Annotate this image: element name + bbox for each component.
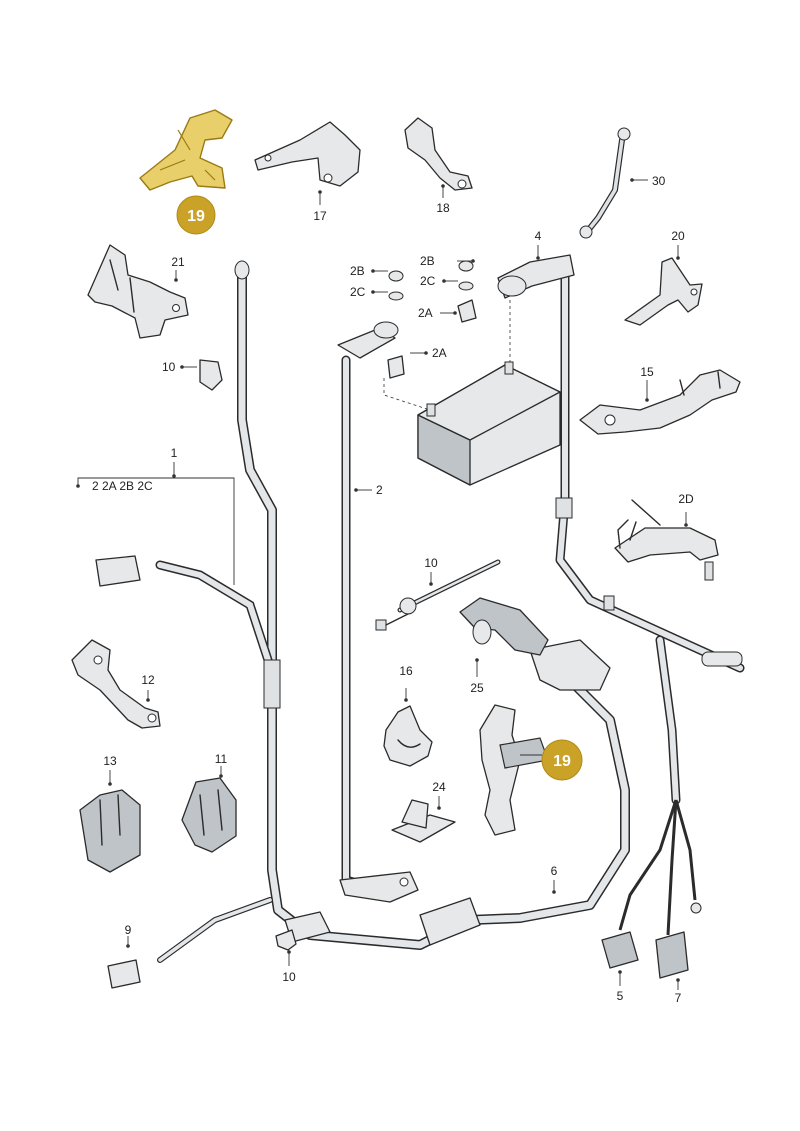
callout-2B-left: 2B (350, 264, 365, 278)
part-15-bracket[interactable] (579, 369, 741, 435)
harness-branch-5-7[interactable] (618, 635, 702, 936)
callout-16: 16 (399, 664, 413, 678)
bolt-2A-upper[interactable] (457, 299, 477, 323)
callout-20: 20 (671, 229, 685, 243)
part-21-bracket[interactable] (87, 244, 189, 339)
callout-13: 13 (103, 754, 117, 768)
callout-2: 2 (376, 483, 383, 497)
part-10-clip-bottom[interactable] (275, 929, 297, 951)
callout-7: 7 (675, 991, 682, 1005)
callout-2C-left: 2C (350, 285, 366, 299)
callout-15: 15 (640, 365, 654, 379)
part-16-clip[interactable] (383, 705, 433, 767)
callout-30: 30 (652, 174, 666, 188)
washer-2C-left[interactable] (388, 291, 404, 301)
callout-18: 18 (436, 201, 450, 215)
part-12-bracket[interactable] (71, 639, 161, 729)
callout-2A-upper: 2A (418, 306, 433, 320)
callout-1-subparts: 2 2A 2B 2C (92, 479, 153, 493)
part-7-connector[interactable] (655, 931, 689, 979)
part-2D-plate[interactable] (614, 499, 719, 581)
cable-2[interactable] (337, 321, 419, 903)
washer-2C-right[interactable] (458, 281, 474, 291)
callout-19-badge-mid[interactable]: 19 (541, 739, 583, 781)
cable-4[interactable] (497, 254, 745, 673)
part-19-bracket-highlighted[interactable] (139, 109, 233, 191)
nut-2B-left[interactable] (388, 270, 404, 282)
part-17-bracket[interactable] (254, 121, 361, 187)
callout-2A-lower: 2A (432, 346, 447, 360)
battery[interactable] (417, 361, 561, 486)
callout-4: 4 (535, 229, 542, 243)
part-24-grommet[interactable] (391, 799, 456, 843)
part-25-cover[interactable] (459, 597, 549, 656)
part-30-ground-strap[interactable] (579, 127, 631, 239)
part-5-connector[interactable] (601, 931, 639, 969)
callout-2B-right: 2B (420, 254, 435, 268)
callout-19-badge-top[interactable]: 19 (176, 195, 216, 235)
part-13-bracket[interactable] (79, 789, 141, 873)
callout-21: 21 (171, 255, 185, 269)
callout-11: 11 (215, 752, 228, 766)
callout-24: 24 (432, 780, 446, 794)
part-20-bracket[interactable] (624, 257, 703, 326)
nut-2B-right[interactable] (458, 260, 474, 272)
callout-12: 12 (141, 673, 155, 687)
callout-10-bottom: 10 (282, 970, 296, 984)
callout-10-mid: 10 (424, 556, 438, 570)
bolt-2A-lower[interactable] (387, 355, 405, 379)
callout-5: 5 (617, 989, 624, 1003)
callout-6: 6 (551, 864, 558, 878)
callout-19-text-top: 19 (187, 208, 205, 225)
callout-1: 1 (171, 446, 178, 460)
callout-2C-right: 2C (420, 274, 436, 288)
part-10-clip-top[interactable] (199, 359, 223, 391)
part-11-bracket[interactable] (181, 777, 237, 853)
callout-9: 9 (125, 923, 132, 937)
wiring-harness-1[interactable] (95, 260, 630, 989)
part-10-cable-tie-mid[interactable] (375, 559, 501, 631)
callout-2D: 2D (678, 492, 694, 506)
callout-25: 25 (470, 681, 484, 695)
part-18-bracket[interactable] (404, 117, 473, 191)
callout-19-text-mid: 19 (553, 753, 571, 770)
callout-10-top: 10 (162, 360, 176, 374)
callout-17: 17 (313, 209, 327, 223)
part-19-bracket-mid[interactable] (479, 704, 549, 836)
